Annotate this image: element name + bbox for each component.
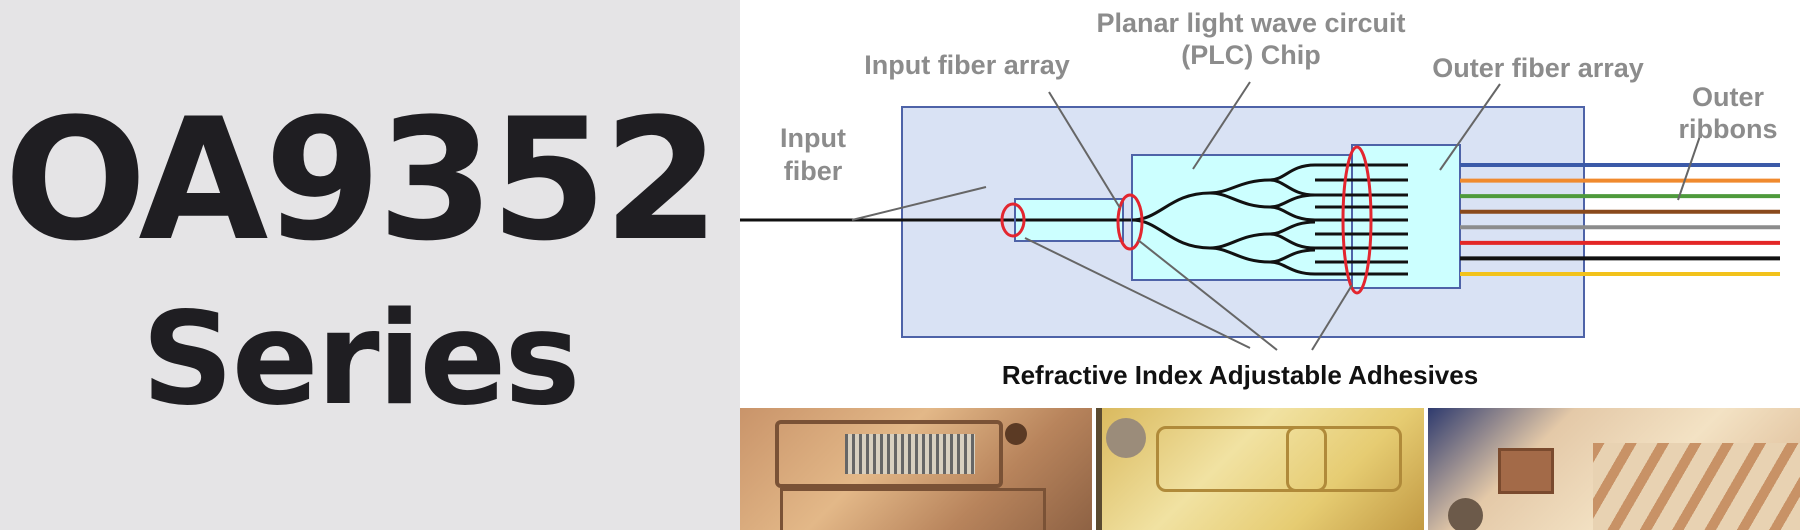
product-subtitle: Series — [141, 285, 581, 434]
photo-device-2 — [1096, 408, 1424, 530]
label-input-fiber-array: Input fiber array — [864, 50, 1070, 80]
label-plc-line2: (PLC) Chip — [1181, 40, 1320, 70]
plc-splitter-diagram: Planar light wave circuit (PLC) Chip Inp… — [740, 8, 1780, 390]
outer-ribbons — [1460, 163, 1780, 276]
photo-device-3 — [1428, 408, 1800, 530]
adhesive-ring-chip-input — [1116, 193, 1144, 251]
diagram-panel: Planar light wave circuit (PLC) Chip Inp… — [740, 0, 1800, 530]
label-outer-ribbons-2: ribbons — [1679, 114, 1778, 144]
title-panel: OA9352 Series — [0, 0, 740, 530]
label-input-fiber-2: fiber — [784, 156, 843, 186]
label-outer-ribbons-1: Outer — [1692, 82, 1765, 112]
label-plc-line1: Planar light wave circuit — [1096, 8, 1405, 38]
splitter-tree — [1131, 163, 1408, 276]
adhesive-ring-input — [1000, 202, 1026, 238]
photo-device-1 — [740, 408, 1092, 530]
leader-lines — [851, 81, 1701, 351]
plc-chip-block — [1131, 154, 1353, 281]
product-title: OA9352 — [4, 82, 720, 278]
label-adhesives: Refractive Index Adjustable Adhesives — [1002, 360, 1478, 390]
adhesive-ring-chip-output — [1341, 145, 1373, 295]
label-input-fiber-1: Input — [780, 123, 846, 153]
label-outer-fiber-array: Outer fiber array — [1432, 53, 1644, 83]
